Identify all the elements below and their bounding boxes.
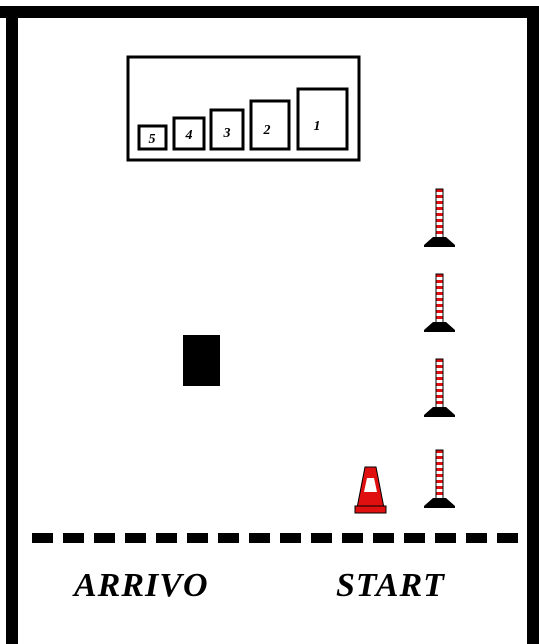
line-dash [187,533,208,543]
line-dash [94,533,115,543]
line-dash [373,533,394,543]
start-finish-line [32,533,518,543]
line-dash [249,533,270,543]
line-dash [63,533,84,543]
line-dash [311,533,332,543]
line-dash [218,533,239,543]
line-dash [280,533,301,543]
line-dash [404,533,425,543]
arrivo-label: ARRIVO [74,567,209,605]
line-dash [435,533,456,543]
slalom-poles [424,189,455,508]
box-3: 3 [211,110,243,149]
box-1: 1 [298,89,347,149]
box-5-number: 5 [149,132,156,147]
box-3-number: 3 [223,126,231,141]
box-2: 2 [251,101,289,149]
line-dash [342,533,363,543]
line-dash [466,533,487,543]
slalom-pole-icon [424,359,455,417]
box-1-number: 1 [314,119,321,134]
start-label: START [336,567,445,605]
line-dash [32,533,53,543]
box-4: 4 [174,118,204,149]
line-dash [156,533,177,543]
box-4-number: 4 [185,128,193,143]
box-5: 5 [139,126,166,149]
slalom-pole-icon [424,450,455,508]
line-dash [497,533,518,543]
black-block [183,335,220,386]
line-dash [125,533,146,543]
slalom-pole-icon [424,189,455,247]
traffic-cone-icon [355,467,386,513]
slalom-pole-icon [424,274,455,332]
box-2-number: 2 [263,123,271,138]
